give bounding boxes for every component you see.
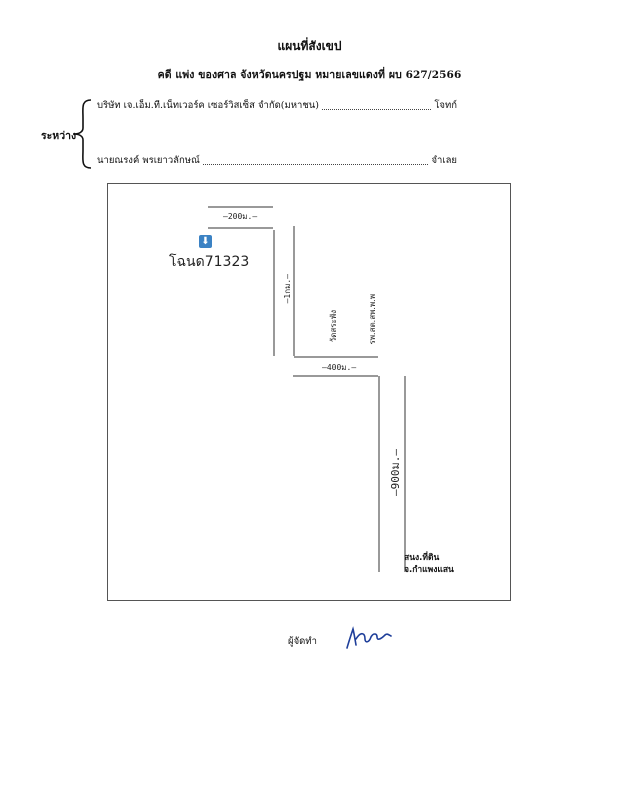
distance-900m-label: –900ม.– — [389, 449, 402, 496]
down-arrow-icon: ⬇ — [199, 235, 212, 248]
case-subtitle: คดี แพ่ง ของศาล จังหวัดนครปฐม หมายเลขแดง… — [157, 69, 462, 81]
land-office-label: สนง.ที่ดิน จ.กำแพงแสน — [404, 552, 454, 576]
document-title: แผนที่สังเขป — [277, 39, 342, 53]
distance-1km-label: –1กม.– — [283, 274, 292, 304]
curly-brace — [73, 99, 92, 169]
signature — [346, 626, 392, 649]
plaintiff-role: โจทก์ — [434, 100, 457, 111]
defendant-row: นายณรงค์ พรเยาวลักษณ์ จำเลย — [97, 153, 457, 168]
parcel-label: โฉนด71323 — [169, 254, 250, 270]
defendant-role: จำเลย — [431, 155, 457, 166]
plaintiff-name: บริษัท เจ.เอ็ม.ที.เน็ทเวอร์ค เซอร์วิสเซ็… — [97, 100, 319, 111]
distance-400m-label: –400ม.– — [322, 363, 357, 372]
distance-200m-label: –200ม.– — [223, 212, 258, 221]
land-office-line1: สนง.ที่ดิน — [404, 553, 440, 563]
sketch-map: –200ม.– ⬇ โฉนด71323 –1กม.– วัดสระพัง รพ.… — [107, 183, 511, 601]
map-roads — [208, 206, 406, 572]
temple-label: วัดสระพัง — [329, 310, 338, 343]
dotted-leader — [202, 163, 429, 165]
between-label: ระหว่าง — [41, 130, 77, 142]
land-office-line2: จ.กำแพงแสน — [404, 565, 454, 575]
defendant-name: นายณรงค์ พรเยาวลักษณ์ — [97, 155, 200, 166]
maker-label: ผู้จัดทำ — [288, 636, 317, 647]
clinic-label: รพ.สต.สพ.พ.พ — [368, 294, 377, 345]
dotted-leader — [321, 108, 432, 110]
plaintiff-row: บริษัท เจ.เอ็ม.ที.เน็ทเวอร์ค เซอร์วิสเซ็… — [97, 98, 457, 113]
